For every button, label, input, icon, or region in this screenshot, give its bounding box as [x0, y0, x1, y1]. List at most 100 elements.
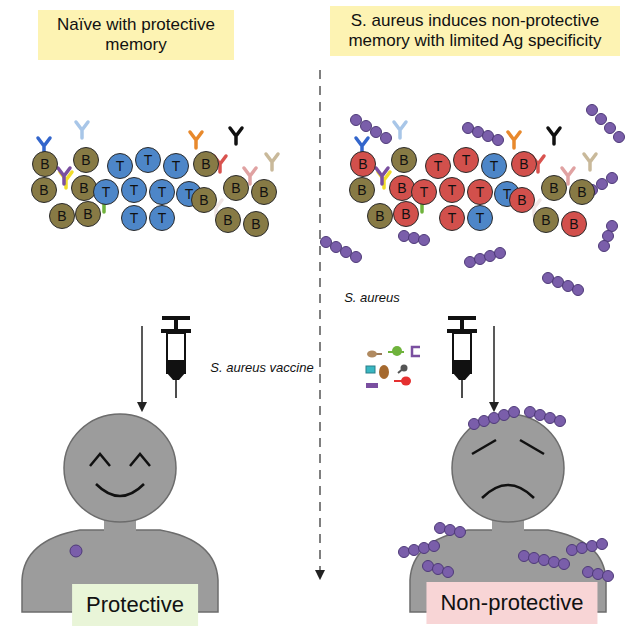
- bacterium: [70, 545, 82, 557]
- bacterium: [445, 525, 456, 536]
- cell-circle: B: [251, 179, 277, 205]
- cell-letter: B: [231, 180, 240, 196]
- antibody: [394, 122, 406, 138]
- bacteria-chain: [519, 551, 570, 570]
- bacterium: [479, 416, 490, 427]
- cell-circle: T: [425, 153, 451, 179]
- bacterium: [535, 410, 546, 421]
- antibody: [76, 122, 88, 138]
- bacteria-chain: [469, 407, 520, 430]
- cell-letter: B: [83, 206, 92, 222]
- bacterium: [599, 241, 610, 252]
- bacterium: [409, 233, 420, 244]
- cell-circle: T: [439, 205, 465, 231]
- cell-circle: B: [391, 147, 417, 173]
- bacterium: [539, 555, 550, 566]
- arrow: [493, 326, 495, 410]
- cell-letter: B: [517, 192, 526, 208]
- box-text: S. aureus induces non-protective memory …: [338, 11, 612, 51]
- cell-circle: B: [349, 177, 375, 203]
- cell-letter: B: [399, 152, 408, 168]
- cell-circle: B: [511, 151, 537, 177]
- cell-letter: B: [549, 180, 558, 196]
- header-box: S. aureus induces non-protective memory …: [330, 6, 620, 56]
- eye: [130, 454, 150, 466]
- vaccine-label: S. aureus vaccine: [210, 360, 313, 375]
- cell-letter: B: [569, 216, 578, 232]
- cell-circle: B: [350, 151, 376, 177]
- cell-circle: B: [32, 151, 58, 177]
- antigen: [367, 351, 377, 358]
- cell-letter: B: [201, 156, 210, 172]
- cell-circle: B: [367, 203, 393, 229]
- cell-circle: T: [135, 147, 161, 173]
- cell-circle: T: [411, 179, 437, 205]
- bacterium: [493, 135, 504, 146]
- bacterium: [614, 132, 625, 143]
- bacteria-chain: [525, 407, 566, 427]
- cell-circle: B: [533, 207, 559, 233]
- cell-circle: T: [107, 153, 133, 179]
- bacterium: [455, 527, 466, 538]
- cell-letter: B: [541, 212, 550, 228]
- bacterium: [331, 242, 342, 253]
- bacterium: [371, 127, 382, 138]
- bacteria-chain: [399, 541, 440, 558]
- cell-letter: B: [79, 180, 88, 196]
- bacterium: [597, 539, 608, 550]
- cell-letter: B: [251, 216, 260, 232]
- antibody: [58, 168, 70, 184]
- cell-circle: T: [163, 153, 189, 179]
- cell-circle: B: [223, 175, 249, 201]
- syringe-plunger: [460, 318, 464, 330]
- bacterium: [607, 173, 618, 184]
- antibody: [230, 128, 242, 144]
- bacterium: [605, 123, 616, 134]
- bacterium: [543, 273, 554, 284]
- cell-circle: T: [149, 205, 175, 231]
- bacterium: [555, 416, 566, 427]
- cell-letter: B: [39, 182, 48, 198]
- bacteria-chain: [463, 123, 504, 146]
- bacterium: [419, 235, 430, 246]
- bacterium: [381, 133, 392, 144]
- bacteria-chain: [543, 273, 584, 296]
- bacterium: [593, 569, 604, 580]
- syringe-fluid: [453, 360, 471, 373]
- cell-circle: T: [149, 179, 175, 205]
- bacterium: [489, 413, 500, 424]
- cell-letter: T: [130, 182, 139, 198]
- eyebrow: [472, 440, 496, 454]
- bacterium: [429, 541, 440, 552]
- bacterium: [341, 247, 352, 258]
- cell-letter: T: [476, 210, 485, 226]
- bacterium: [563, 281, 574, 292]
- arrow: [141, 326, 143, 410]
- syringe-needle: [461, 380, 463, 398]
- antigen-icons: [366, 346, 420, 388]
- bacterium: [519, 551, 530, 562]
- cell-circle: T: [93, 179, 119, 205]
- mouth: [482, 485, 534, 498]
- antigen: [366, 366, 375, 373]
- head: [64, 414, 176, 522]
- cell-circle: T: [467, 205, 493, 231]
- divider-line: [319, 70, 321, 578]
- cell-circle: T: [453, 147, 479, 173]
- cell-circle: B: [75, 201, 101, 227]
- syringe: [447, 316, 477, 398]
- bacteria-chain: [321, 237, 362, 263]
- bacterium: [361, 121, 372, 132]
- box-text: Naïve with protective memory: [46, 15, 226, 55]
- cell-circle: T: [439, 177, 465, 203]
- bacterium: [607, 221, 618, 232]
- eye: [90, 454, 110, 466]
- cell-circle: B: [215, 207, 241, 233]
- happy-person: [22, 414, 218, 612]
- bacterium: [423, 561, 434, 572]
- bacterium: [399, 547, 410, 558]
- cell-letter: T: [448, 182, 457, 198]
- syringe-fluid: [167, 360, 185, 373]
- cell-letter: T: [116, 158, 125, 174]
